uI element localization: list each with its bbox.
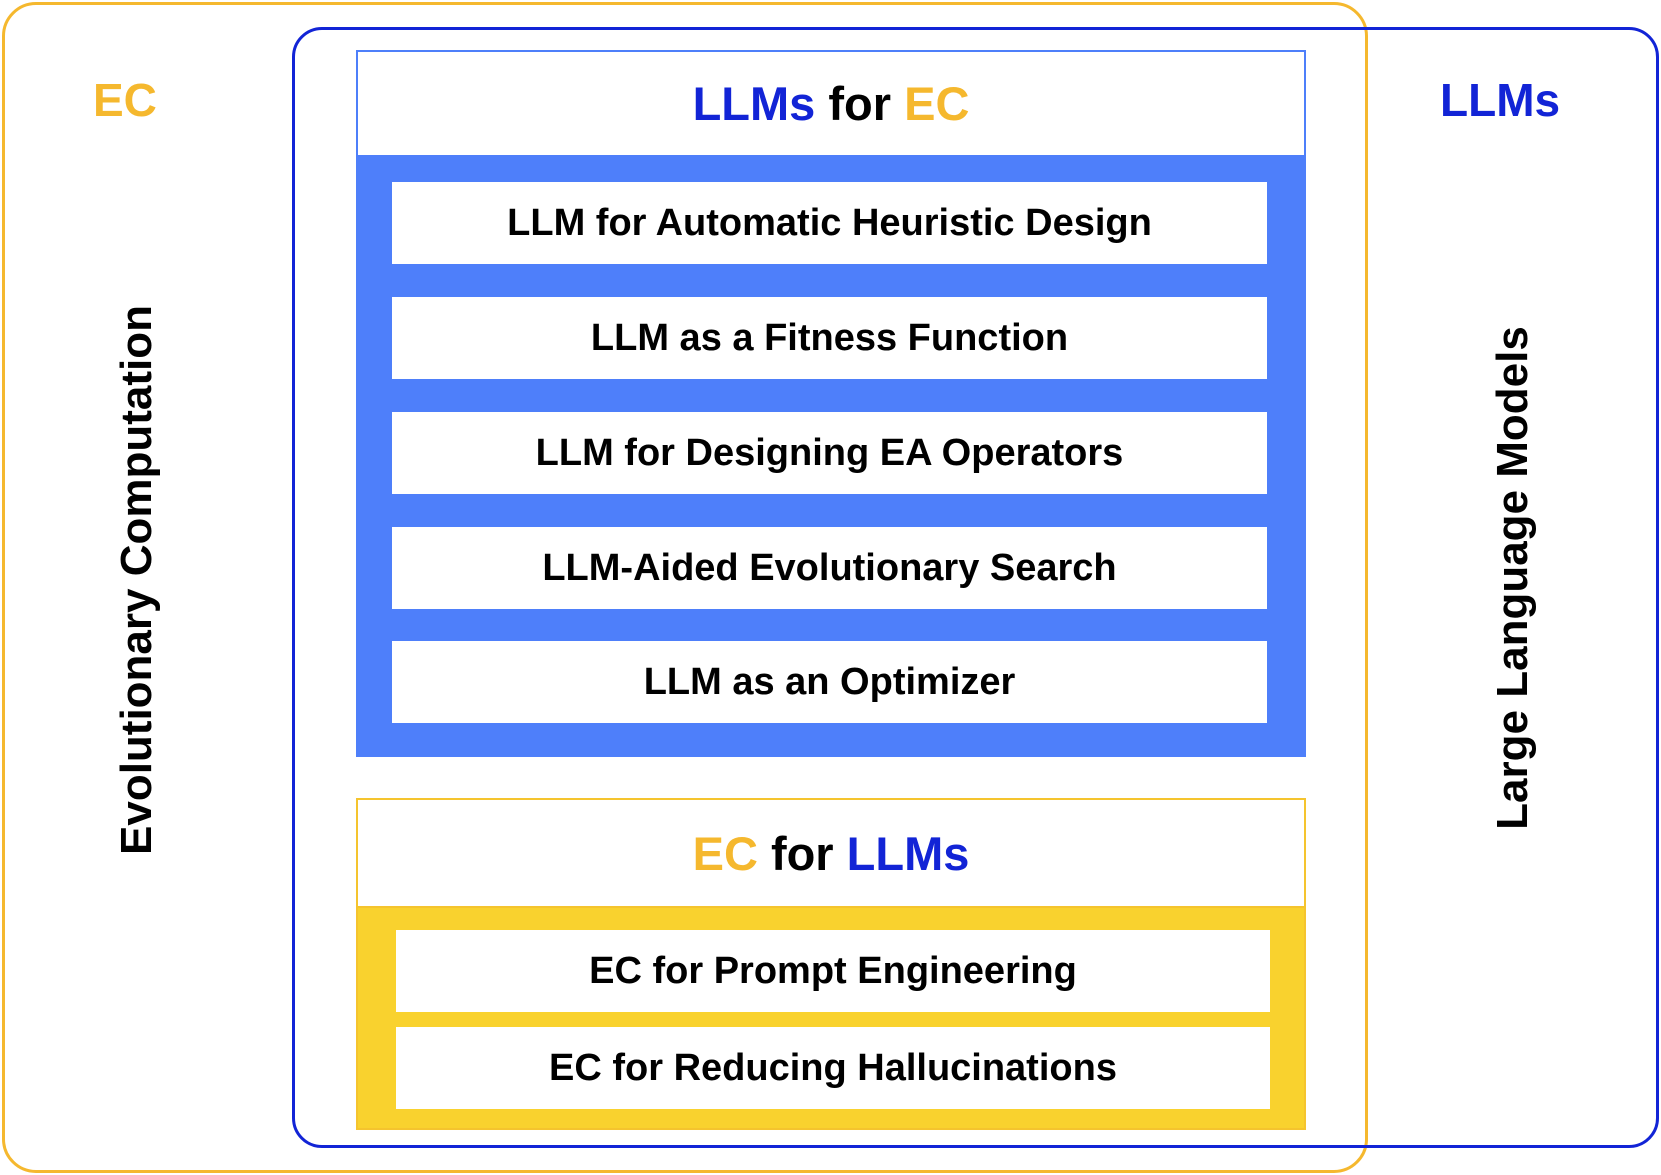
llms-for-ec-title-ec: EC [904, 77, 970, 130]
llm-region-frame [292, 27, 1659, 1148]
ec-for-llms-title-ec: EC [692, 826, 758, 880]
ec-for-llms-header: EC for LLMs [356, 798, 1306, 908]
ec-for-llms-item: EC for Reducing Hallucinations [396, 1027, 1270, 1109]
ec-region-frame [2, 2, 1368, 1173]
llms-for-ec-title-llms: LLMs [692, 77, 816, 130]
llm-vertical-label: Large Language Models [1488, 326, 1537, 830]
llms-for-ec-header: LLMs for EC [356, 50, 1306, 157]
ec-corner-label: EC [93, 74, 157, 126]
llms-for-ec-title-for: for [815, 77, 905, 130]
ec-for-llms-item: EC for Prompt Engineering [396, 930, 1270, 1012]
ec-for-llms-title-for: for [757, 826, 847, 880]
ec-for-llms-title-llms: LLMs [846, 826, 970, 880]
llms-for-ec-item: LLM for Designing EA Operators [392, 412, 1267, 494]
llms-for-ec-item: LLM for Automatic Heuristic Design [392, 182, 1267, 264]
llms-for-ec-item: LLM as a Fitness Function [392, 297, 1267, 379]
llms-for-ec-item: LLM-Aided Evolutionary Search [392, 527, 1267, 609]
llm-corner-label: LLMs [1440, 74, 1561, 126]
llms-for-ec-item: LLM as an Optimizer [392, 641, 1267, 723]
ec-vertical-label: Evolutionary Computation [112, 305, 161, 855]
